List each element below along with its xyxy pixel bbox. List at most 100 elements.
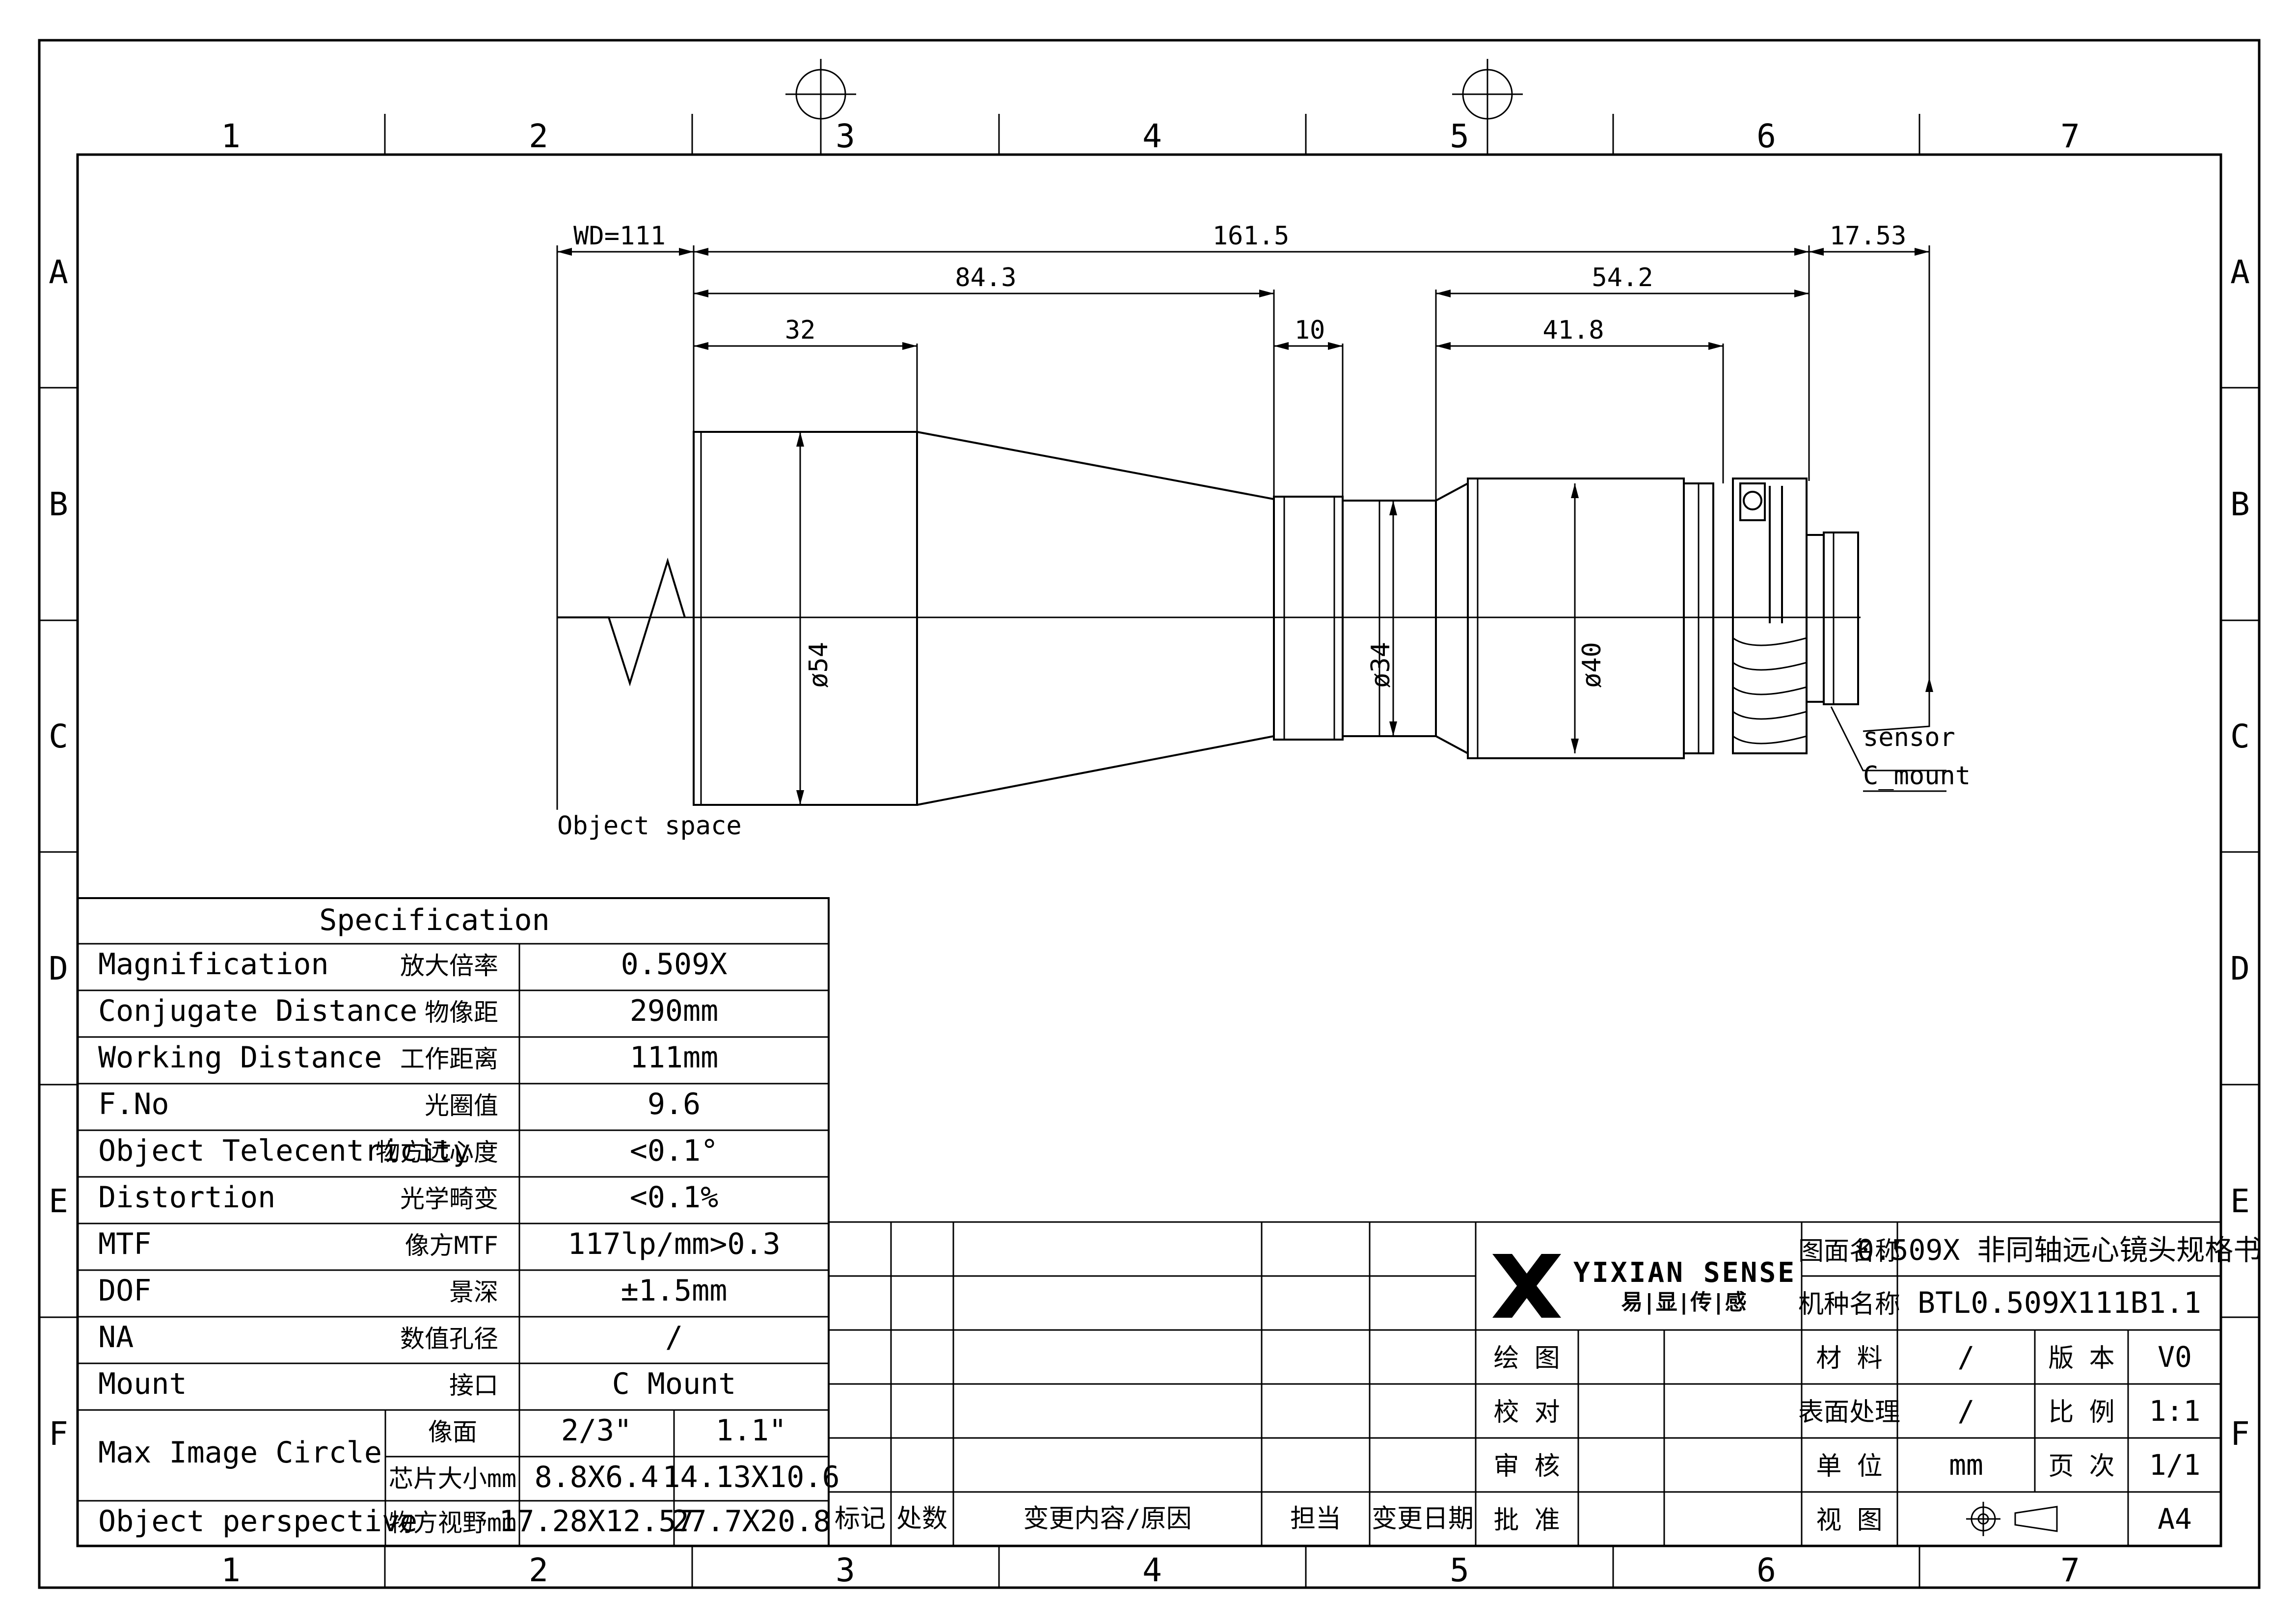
spec-value: 9.6	[648, 1087, 701, 1121]
spec-value: C Mount	[612, 1367, 736, 1401]
spec-label-zh: 物像距	[425, 998, 498, 1027]
surface-value: /	[1958, 1394, 1975, 1428]
revision-header: 处数	[896, 1504, 947, 1534]
grid-row-e: E	[49, 1182, 68, 1220]
spec-value: 8.8X6.4	[535, 1460, 659, 1494]
grid-col-6-bottom: 6	[1756, 1551, 1776, 1589]
front-barrel	[693, 431, 918, 806]
spec-label-zh: 像面	[428, 1418, 477, 1446]
dim-waist: 10	[1295, 316, 1325, 345]
spec-label-zh: 物方远心度	[376, 1138, 498, 1167]
revision-header: 担当	[1290, 1504, 1341, 1534]
draw-label: 绘 图	[1493, 1344, 1560, 1373]
spec-label: Object Telecentricity	[98, 1134, 471, 1168]
view-label: 视 图	[1816, 1506, 1882, 1535]
spec-value: /	[665, 1320, 683, 1355]
grid-col-2: 2	[529, 117, 548, 155]
version-label: 版 本	[2048, 1344, 2114, 1373]
grid-col-6: 6	[1756, 117, 1776, 155]
grid-col-3-bottom: 3	[836, 1551, 855, 1589]
spec-value: <0.1%	[630, 1180, 719, 1215]
grid-col-1-bottom: 1	[221, 1551, 241, 1589]
spec-label: Conjugate Distance	[98, 994, 417, 1028]
dim-diameter-front: ø54	[804, 642, 834, 688]
spec-value: 27.7X20.8	[671, 1504, 831, 1539]
brand-logo: YIXIAN SENSE 易|显|传|感	[1492, 1254, 1794, 1318]
spec-label-zh: 物方视野mm	[389, 1509, 516, 1537]
dim-diameter-rear: ø40	[1577, 642, 1607, 688]
spec-value: 2/3"	[561, 1413, 632, 1448]
c-mount-label: C_mount	[1863, 761, 1971, 791]
spec-labels-zh: 放大倍率 物像距 工作距离 光圈值 物方远心度 光学畸变 像方MTF 景深 数值…	[376, 952, 498, 1400]
spec-label: Magnification	[98, 947, 329, 982]
sensor-label: sensor	[1863, 723, 1955, 752]
grid-row-f: F	[49, 1415, 68, 1453]
version-value: V0	[2158, 1340, 2192, 1374]
grid-col-4: 4	[1142, 117, 1162, 155]
spec-label-zh: 像方MTF	[405, 1231, 498, 1260]
grid-row-f-right: F	[2230, 1415, 2250, 1453]
spec-value: 117lp/mm>0.3	[567, 1227, 780, 1261]
approve-label: 批 准	[1493, 1506, 1560, 1535]
title-block-grid	[1475, 1221, 2222, 1547]
centering-mark-icon	[785, 59, 1523, 155]
drawing-name: 0.509X 非同轴远心镜头规格书	[1857, 1233, 2262, 1267]
dim-total-length: 161.5	[1213, 221, 1290, 251]
logo-x-icon	[1492, 1254, 1561, 1318]
dimension-arrows	[557, 248, 1933, 805]
surface-label: 表面处理	[1798, 1398, 1900, 1427]
sheet-size: A4	[2158, 1502, 2192, 1536]
taper-section	[917, 431, 1275, 806]
spec-label: NA	[98, 1320, 134, 1355]
brand-name-zh: 易|显|传|感	[1621, 1290, 1746, 1315]
page-value: 1/1	[2149, 1448, 2201, 1482]
check-label: 校 对	[1493, 1398, 1560, 1427]
spec-value: <0.1°	[630, 1134, 719, 1168]
unit-value: mm	[1949, 1448, 1983, 1482]
spec-label-zh: 光圈值	[425, 1091, 498, 1120]
spec-value: 0.509X	[621, 947, 728, 982]
grid-col-3: 3	[836, 117, 855, 155]
projection-symbol-icon	[1966, 1502, 2058, 1536]
waist-tube	[1342, 500, 1437, 737]
grid-row-c: C	[49, 718, 68, 755]
spec-label: Max Image Circle	[98, 1436, 382, 1470]
object-space-label: Object space	[557, 811, 742, 841]
material-label: 材 料	[1816, 1344, 1882, 1373]
drawing-name-label: 图面名称	[1798, 1237, 1900, 1266]
grid-row-e-right: E	[2230, 1182, 2250, 1220]
spec-label: DOF	[98, 1274, 151, 1308]
dim-diameter-waist: ø34	[1366, 642, 1396, 688]
review-label: 审 核	[1493, 1452, 1560, 1481]
spec-label: Mount	[98, 1367, 187, 1401]
spec-values: 0.509X 290mm 111mm 9.6 <0.1° <0.1% 117lp…	[499, 947, 839, 1539]
revision-table-grid	[828, 1221, 1477, 1547]
revision-headers: 标记 处数 变更内容/原因 担当 变更日期	[835, 1504, 1474, 1534]
dim-rear-barrel: 41.8	[1542, 316, 1604, 345]
spec-value: 1.1"	[716, 1413, 787, 1448]
object-break-line	[557, 558, 686, 687]
revision-header: 变更日期	[1372, 1504, 1474, 1534]
spec-value: 14.13X10.6	[662, 1460, 839, 1494]
dim-front-barrel: 32	[785, 316, 816, 345]
grid-row-d: D	[49, 950, 68, 987]
spec-label: Distortion	[98, 1180, 275, 1215]
revision-header: 变更内容/原因	[1023, 1504, 1191, 1534]
spec-value: 290mm	[630, 994, 719, 1028]
page-label: 页 次	[2048, 1452, 2114, 1481]
spec-labels-en: Magnification Conjugate Distance Working…	[98, 947, 471, 1539]
brand-name: YIXIAN SENSE	[1573, 1257, 1794, 1289]
spec-label: F.No	[98, 1087, 169, 1121]
dimension-lines	[556, 245, 1946, 810]
spec-value: 17.28X12.57	[499, 1504, 694, 1539]
dim-back-focal: 17.53	[1830, 221, 1907, 251]
spec-value: ±1.5mm	[621, 1274, 728, 1308]
model-number: BTL0.509X111B1.1	[1918, 1286, 2201, 1320]
lens-outline	[557, 431, 1861, 806]
spec-label-zh: 光学畸变	[400, 1185, 498, 1213]
spec-label-zh: 数值孔径	[400, 1325, 498, 1353]
grid-col-2-bottom: 2	[529, 1551, 548, 1589]
grid-row-a-right: A	[2230, 253, 2250, 291]
dim-front-group: 84.3	[955, 263, 1016, 292]
